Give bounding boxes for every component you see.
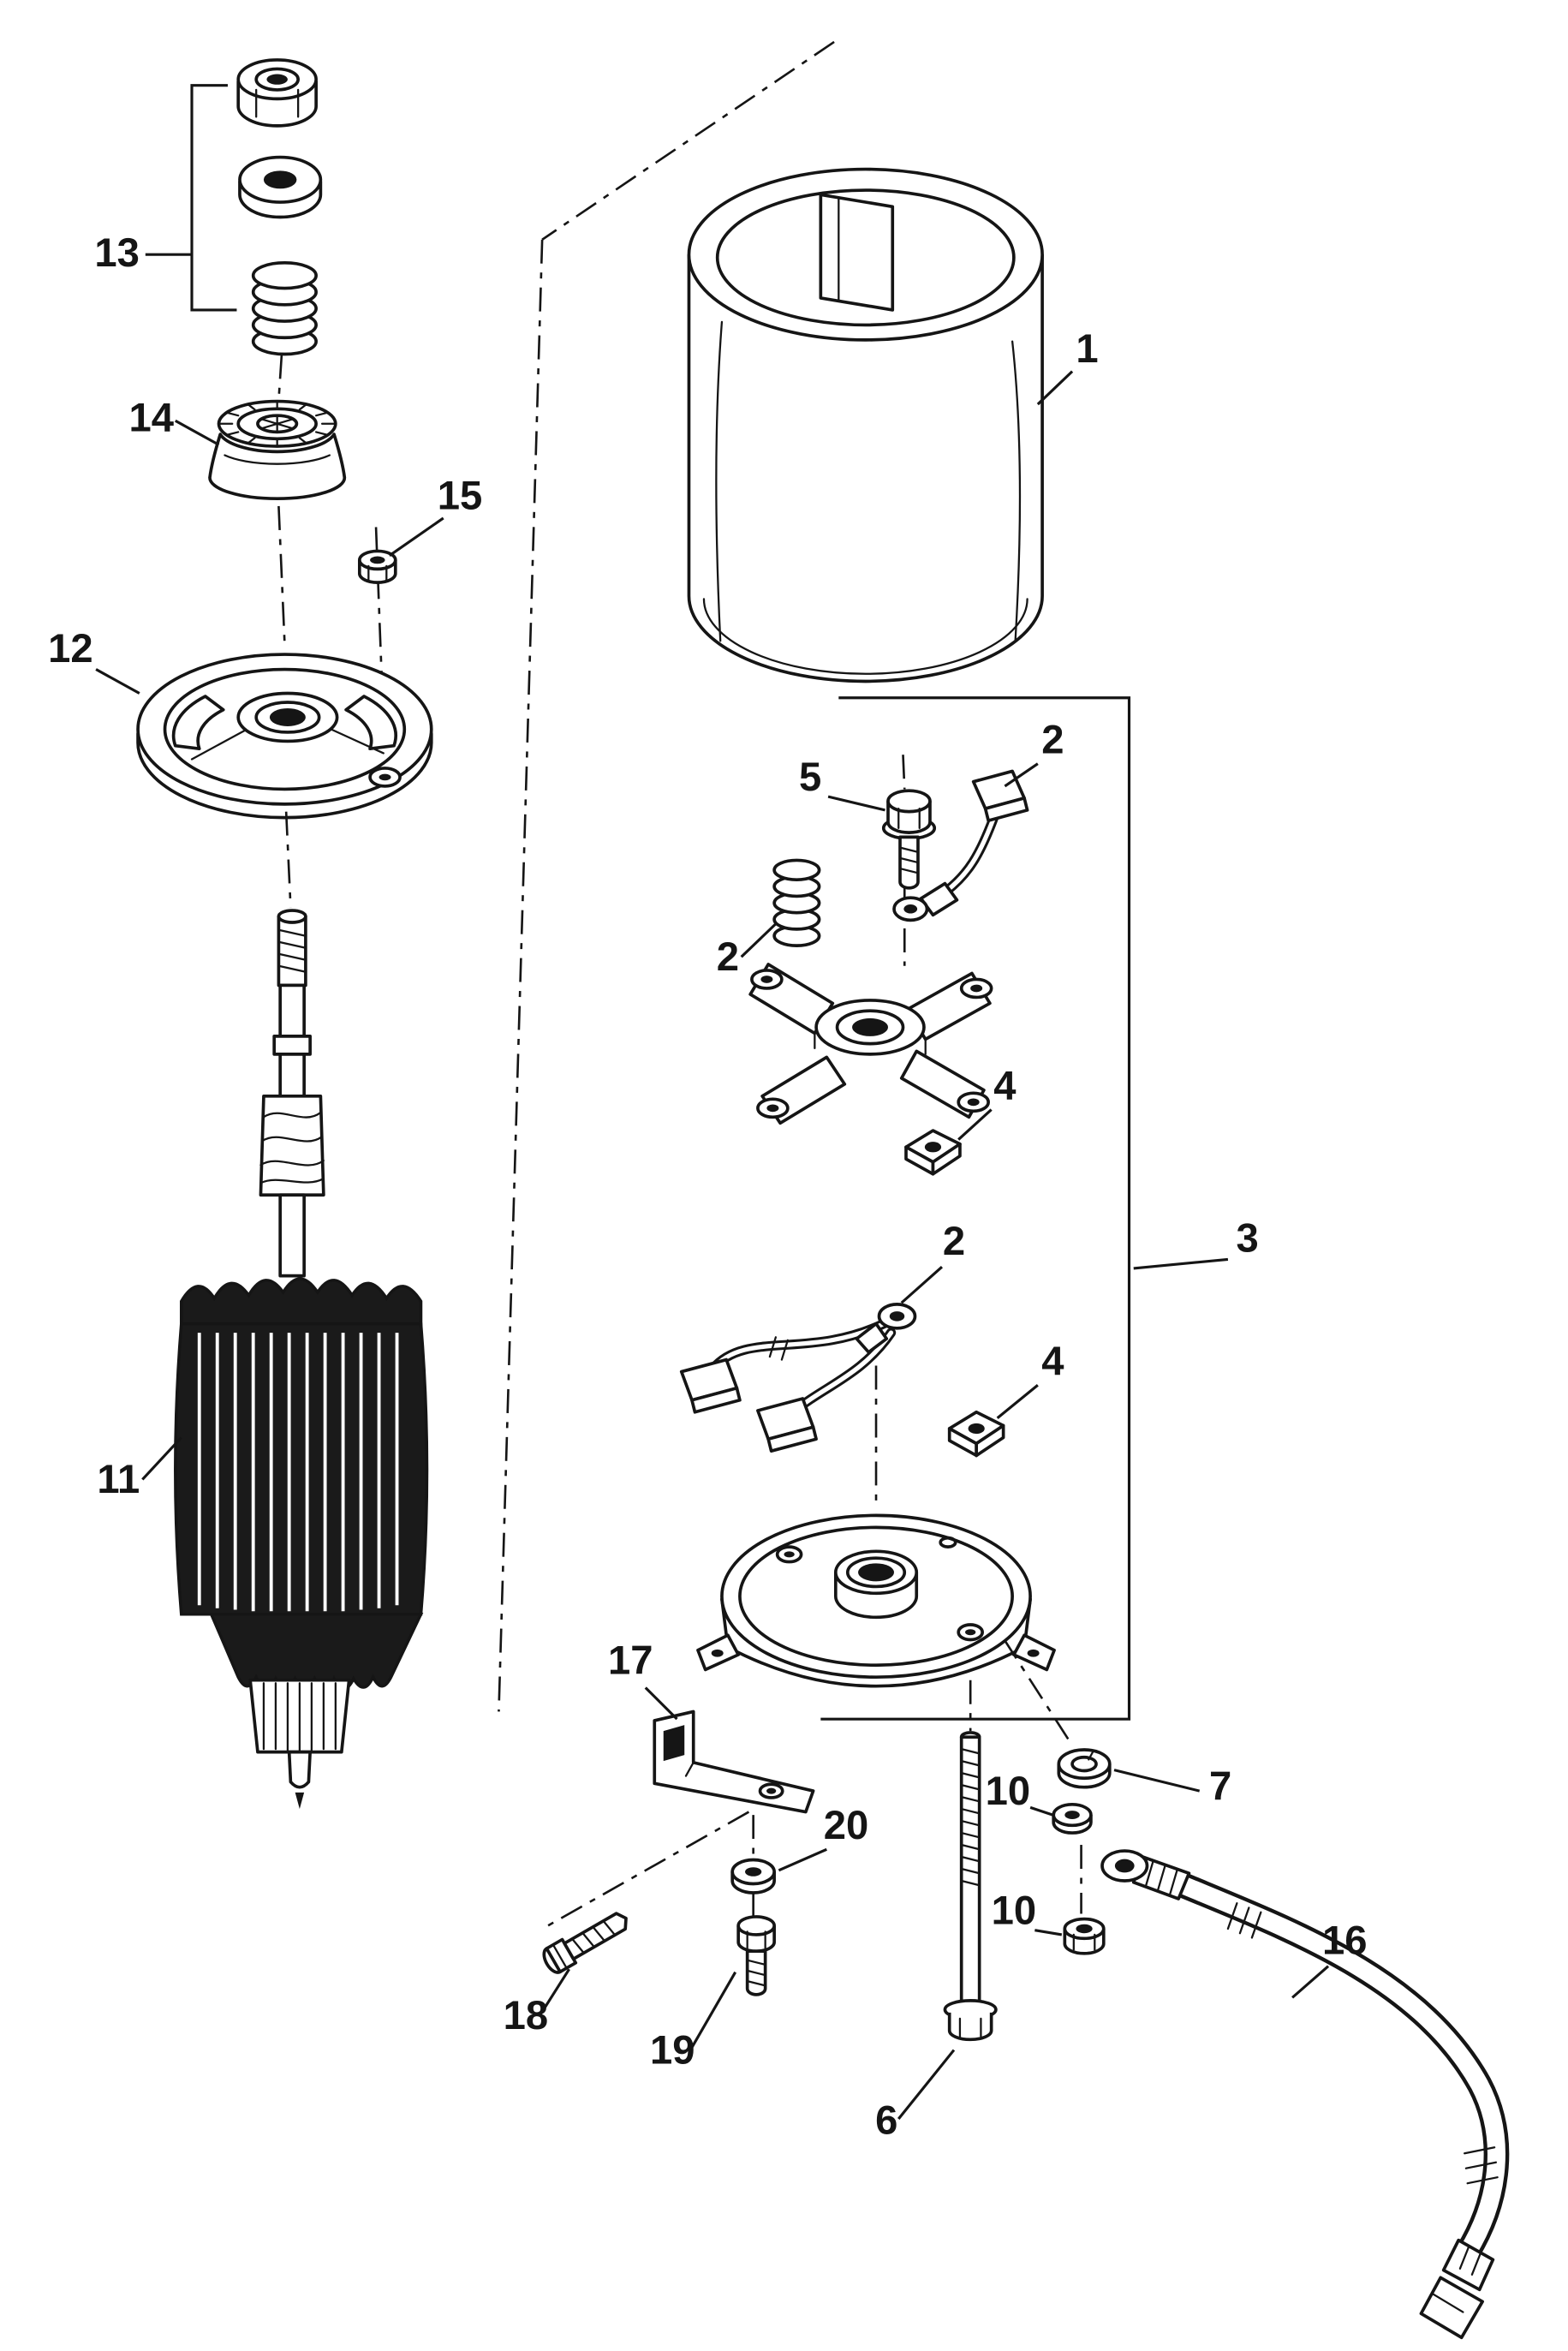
armature-part11 bbox=[174, 909, 429, 1810]
callout-12: 12 bbox=[48, 626, 93, 671]
washer-part10a bbox=[1052, 1802, 1093, 1835]
pinion-gear-part14 bbox=[208, 399, 347, 501]
mount-bracket-part17 bbox=[653, 1710, 815, 1814]
callout-4b: 4 bbox=[1041, 1339, 1064, 1384]
stud-bolt-part6 bbox=[943, 1731, 998, 2042]
assembly-bracket-part3 bbox=[820, 696, 1131, 1721]
callout-2a: 2 bbox=[1041, 717, 1064, 762]
callout-10b: 10 bbox=[992, 1889, 1037, 1934]
callout-5: 5 bbox=[799, 755, 821, 800]
leader-lines bbox=[95, 370, 1330, 2120]
lower-end-cap bbox=[696, 1513, 1056, 1688]
callout-3: 3 bbox=[1237, 1216, 1259, 1262]
bolt-part18 bbox=[542, 1912, 628, 1974]
lock-nut-part13 bbox=[236, 58, 318, 128]
callout-14: 14 bbox=[129, 396, 175, 441]
brush-holder-plate bbox=[748, 963, 993, 1125]
callout-2b: 2 bbox=[717, 934, 739, 980]
bolt-part5 bbox=[881, 789, 937, 890]
washer-part7 bbox=[1057, 1748, 1112, 1789]
end-cap-part12 bbox=[136, 653, 433, 820]
callout-6: 6 bbox=[875, 2097, 897, 2143]
callout-18: 18 bbox=[504, 1993, 549, 2038]
nut-part10b bbox=[1063, 1917, 1106, 1955]
square-nut-part4a bbox=[904, 1129, 962, 1176]
callout-11: 11 bbox=[97, 1457, 140, 1502]
washer-part13 bbox=[238, 155, 323, 219]
brush-spring-part2b bbox=[772, 858, 821, 947]
callout-15: 15 bbox=[438, 473, 483, 518]
callout-19: 19 bbox=[650, 2027, 695, 2073]
brush-set-part2c bbox=[679, 1303, 917, 1453]
callout-13: 13 bbox=[94, 230, 140, 276]
callout-4a: 4 bbox=[993, 1063, 1016, 1108]
center-lines bbox=[277, 40, 1082, 1929]
nut-part15 bbox=[357, 549, 397, 584]
part13-bracket bbox=[145, 84, 237, 312]
callout-17: 17 bbox=[608, 1638, 653, 1684]
spring-part13 bbox=[251, 261, 318, 356]
motor-housing-part1 bbox=[687, 167, 1044, 683]
callout-20: 20 bbox=[824, 1803, 869, 1848]
battery-cable-part16 bbox=[1100, 1849, 1510, 2340]
callout-1: 1 bbox=[1076, 326, 1098, 372]
callout-7: 7 bbox=[1209, 1764, 1231, 1810]
callout-16: 16 bbox=[1322, 1918, 1368, 1964]
brush-with-lead-part2a bbox=[892, 769, 1029, 922]
bolt-part19 bbox=[736, 1915, 776, 1996]
callout-labels: 13 14 15 12 11 1 5 2 2 4 2 3 4 17 20 18 … bbox=[48, 230, 1367, 2143]
callout-2c: 2 bbox=[943, 1219, 965, 1264]
callout-10a: 10 bbox=[986, 1769, 1031, 1814]
washer-part20 bbox=[730, 1858, 776, 1895]
square-nut-part4b bbox=[947, 1410, 1005, 1458]
